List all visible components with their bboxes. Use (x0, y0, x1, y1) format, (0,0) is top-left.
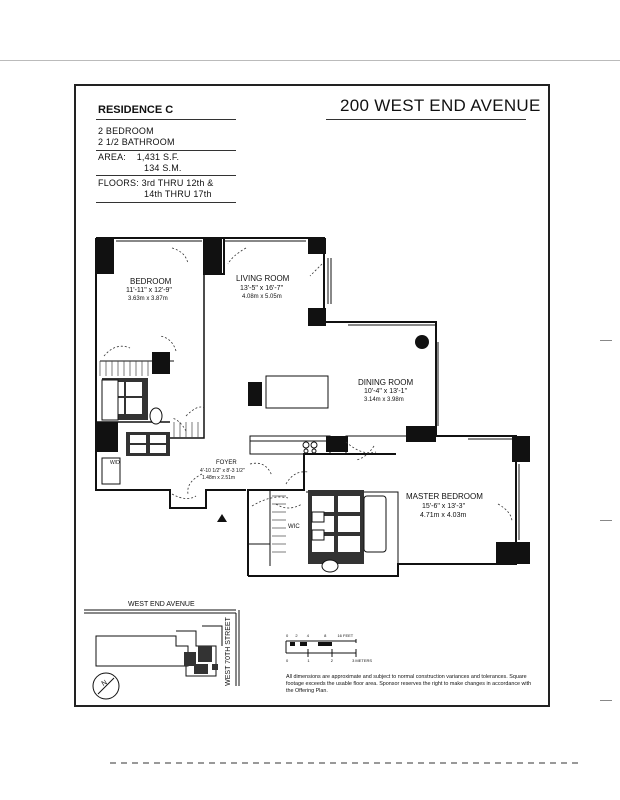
dining-room-dims: 10'-4" x 13'-1" (364, 388, 408, 395)
master-bedroom-metric: 4.71m x 4.03m (420, 512, 467, 519)
rule-2 (96, 150, 236, 151)
living-room-label: LIVING ROOM (236, 274, 290, 283)
bedroom-dims: 11'-11" x 12'-9" (126, 287, 172, 294)
street-west-end-avenue: WEST END AVENUE (128, 601, 195, 608)
floor-plan (84, 237, 530, 700)
scale-meter-3: 3 METERS (352, 658, 373, 663)
bedroom-label: BEDROOM (130, 277, 172, 286)
area-label: AREA: (98, 152, 127, 162)
bathroom-count: 2 1/2 BATHROOM (98, 137, 175, 147)
dining-room-label: DINING ROOM (358, 378, 414, 387)
scale-feet-ticks: 0 2 4 8 16 FEET (286, 633, 353, 638)
washer-dryer-label: W/D (110, 460, 120, 466)
disclaimer-text: All dimensions are approximate and subje… (286, 674, 532, 694)
header-rule-address (326, 119, 526, 120)
scan-mark (600, 340, 612, 341)
scan-top-edge (0, 60, 620, 61)
scale-feet-16: 16 FEET (337, 633, 354, 638)
scale-meter-1: 1 (307, 658, 310, 663)
floors-line-1: FLOORS: 3rd THRU 12th & (98, 178, 214, 188)
master-bedroom-label: MASTER BEDROOM (406, 492, 483, 501)
floorplan-sheet: RESIDENCE C 200 WEST END AVENUE 2 BEDROO… (74, 84, 550, 707)
scan-mark (600, 700, 612, 701)
building-address: 200 WEST END AVENUE (340, 96, 541, 115)
master-bedroom-dims: 15'-6" x 13'-3" (422, 503, 466, 510)
living-room-metric: 4.08m x 5.05m (242, 294, 282, 300)
dining-room-metric: 3.14m x 3.98m (364, 397, 404, 403)
scale-feet-8: 8 (324, 633, 327, 638)
area-sf: 1,431 S.F. (136, 152, 180, 162)
scale-feet-2: 2 (295, 633, 298, 638)
scan-bottom-edge (110, 762, 580, 764)
scan-mark (600, 520, 612, 521)
key-plan (84, 609, 240, 700)
living-room-dims: 13'-5" x 16'-7" (240, 285, 284, 292)
foyer-metric: 1.48m x 2.51m (202, 475, 236, 481)
walk-in-closet-label: WIC (288, 524, 300, 530)
rule-4 (96, 202, 236, 203)
scale-feet-0: 0 (286, 633, 289, 638)
rule-3 (96, 175, 236, 176)
foyer-label: FOYER (216, 460, 237, 466)
scale-meter-ticks: 0 1 2 3 METERS (286, 658, 372, 663)
bedroom-metric: 3.63m x 3.87m (128, 296, 168, 302)
scale-meter-2: 2 (330, 658, 333, 663)
bedroom-count: 2 BEDROOM (98, 126, 154, 136)
header-rule (96, 119, 236, 120)
foyer-dims: 4'-10 1/2" x 8'-3 1/2" (200, 468, 245, 474)
scale-meter-0: 0 (286, 658, 289, 663)
floors-line-2: 14th THRU 17th (144, 189, 212, 199)
street-west-70th: WEST 70TH STREET (224, 617, 232, 686)
scale-feet-4: 4 (306, 633, 309, 638)
residence-title: RESIDENCE C (98, 104, 174, 116)
area-sm: 134 S.M. (144, 163, 182, 173)
